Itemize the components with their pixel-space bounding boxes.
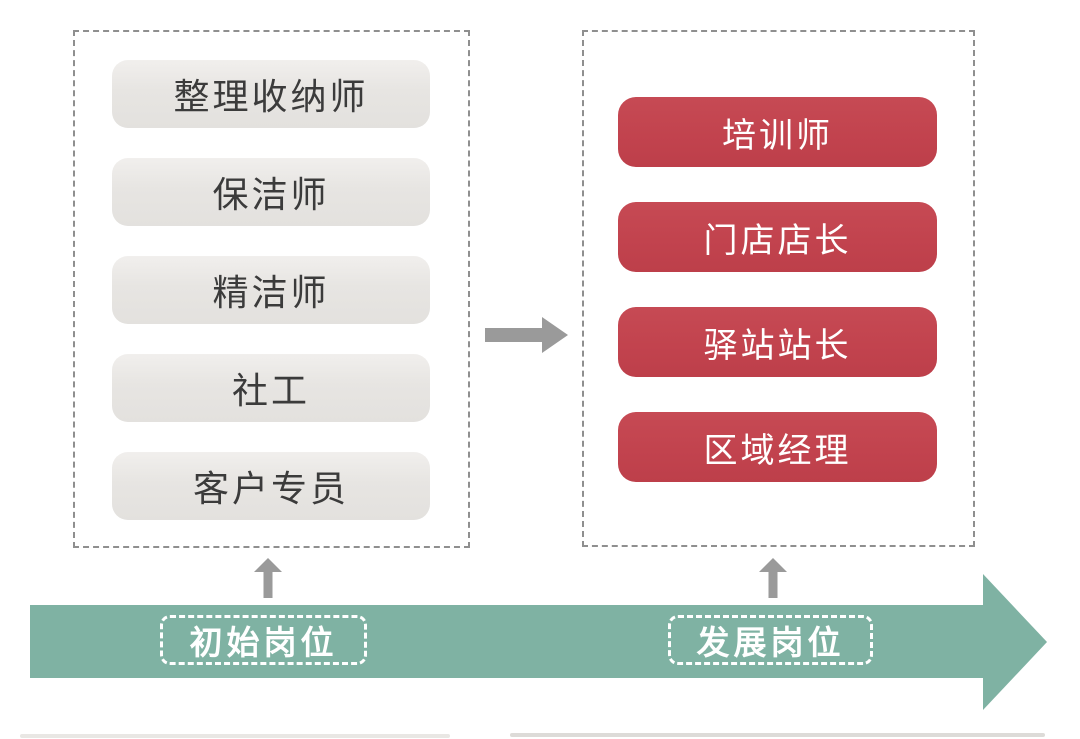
- right-arrow-icon: [485, 317, 568, 353]
- development-positions-group: [582, 30, 975, 547]
- stage-label-development: 发展岗位: [668, 615, 873, 665]
- stage-label-initial: 初始岗位: [160, 615, 367, 665]
- position-item-organizer: 整理收纳师: [112, 60, 430, 128]
- up-arrow-icon-development: [759, 558, 787, 598]
- position-item-trainer: 培训师: [618, 97, 937, 167]
- position-item-social-worker: 社工: [112, 354, 430, 422]
- position-item-station-master: 驿站站长: [618, 307, 937, 377]
- cutoff-content-edge: [20, 734, 450, 738]
- position-item-cleaner: 保洁师: [112, 158, 430, 226]
- cutoff-content-edge: [510, 733, 1045, 737]
- position-item-regional-manager: 区域经理: [618, 412, 937, 482]
- position-item-customer-specialist: 客户专员: [112, 452, 430, 520]
- position-item-fine-cleaner: 精洁师: [112, 256, 430, 324]
- up-arrow-icon-initial: [254, 558, 282, 598]
- initial-positions-group: [73, 30, 470, 548]
- position-item-store-manager: 门店店长: [618, 202, 937, 272]
- timeline-arrowhead-icon: [983, 574, 1047, 710]
